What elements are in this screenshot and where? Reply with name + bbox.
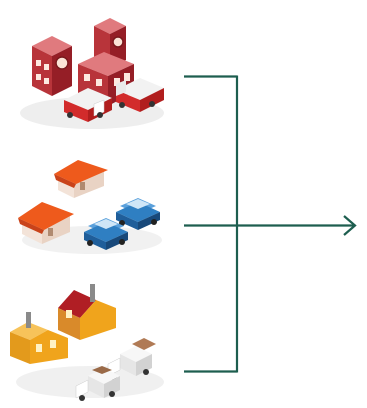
houses-group [12, 140, 172, 265]
fire-station-icon [20, 18, 164, 129]
fire-station-group [12, 8, 172, 133]
houses-icon [18, 160, 162, 254]
arrow-head-icon [343, 215, 357, 236]
factory-group [4, 282, 172, 406]
factory-icon [10, 284, 164, 401]
